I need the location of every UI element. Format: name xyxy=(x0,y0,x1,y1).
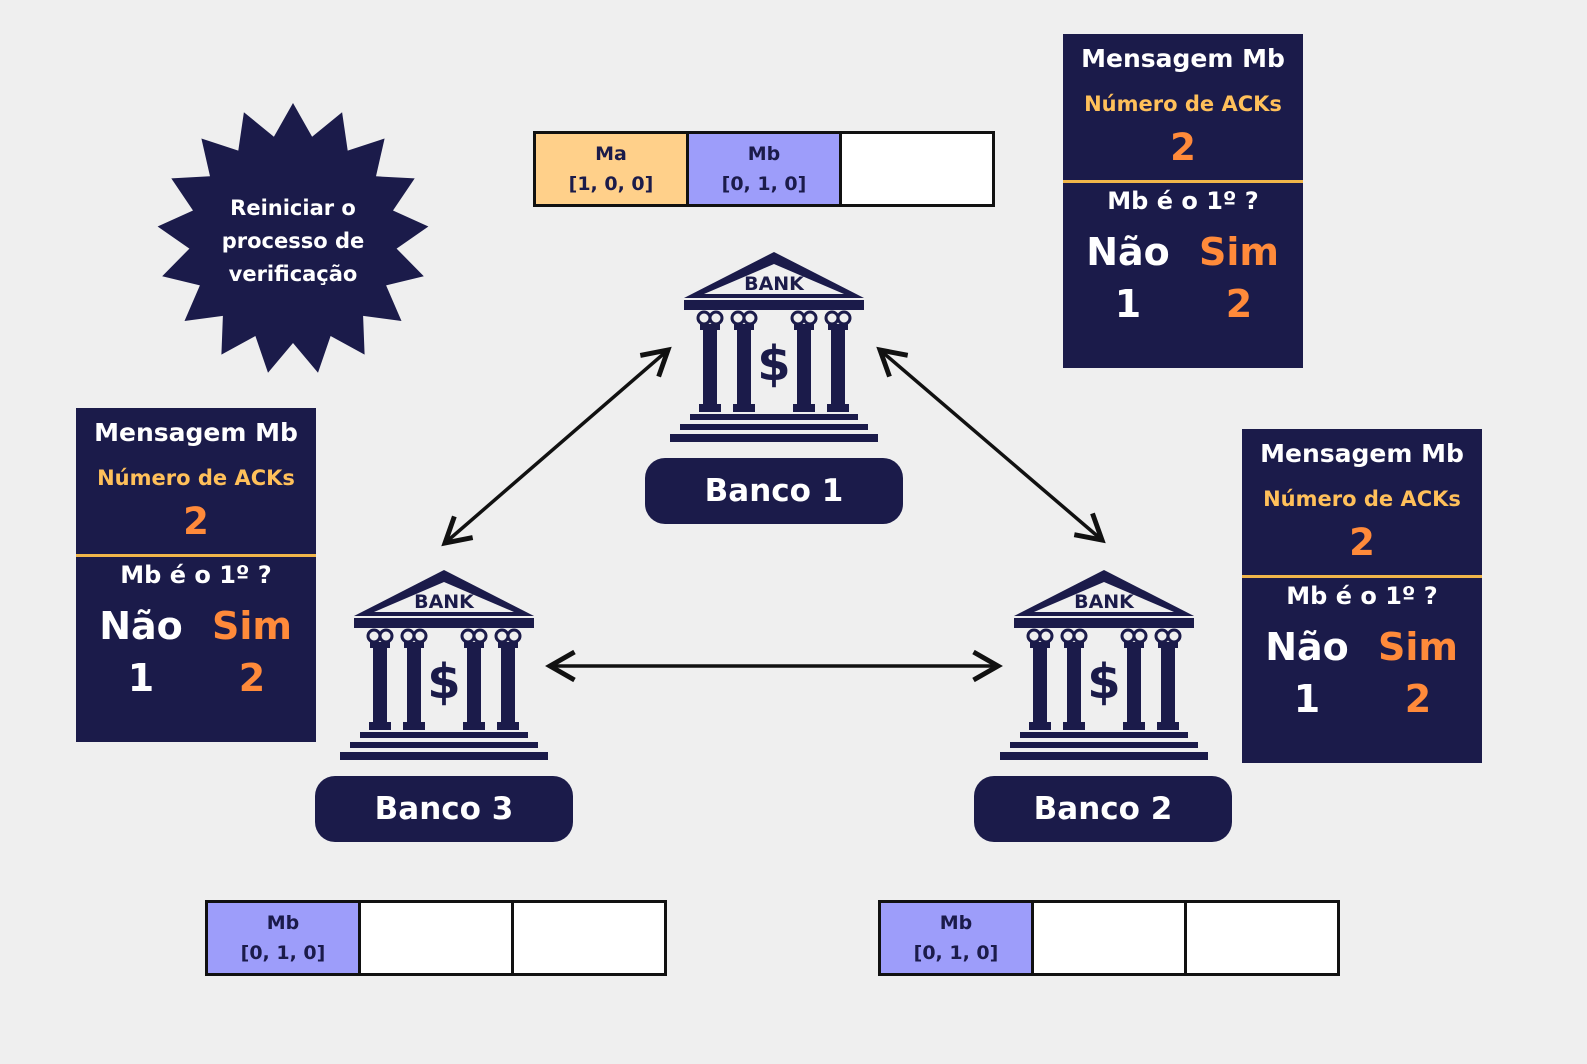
no-label: Não xyxy=(99,604,183,648)
acks-label: Número de ACKs xyxy=(97,466,295,490)
arrow-banco1-banco2 xyxy=(876,346,1106,544)
slot-message-name: Mb xyxy=(747,143,781,165)
yes-label: Sim xyxy=(212,604,292,648)
arrow-banco1-banco3 xyxy=(441,346,672,547)
slot-vector-clock: [0, 1, 0] xyxy=(913,942,999,964)
queue-slot-empty xyxy=(842,131,995,207)
first-question: Mb é o 1º ? xyxy=(1107,187,1259,215)
no-count: 1 xyxy=(1114,282,1142,326)
bank-sign-text: BANK xyxy=(744,273,805,295)
bank-icon: BANK $ xyxy=(340,570,548,760)
no-label: Não xyxy=(1086,230,1170,274)
slot-vector-clock: [0, 1, 0] xyxy=(240,942,326,964)
panel-title: Mensagem Mb xyxy=(1260,439,1464,468)
banco3-label: Banco 3 xyxy=(315,776,573,842)
queue-banco2: Mb [0, 1, 0] xyxy=(878,900,1340,976)
slot-message-name: Ma xyxy=(595,143,627,165)
no-count: 1 xyxy=(1293,677,1321,721)
bank-sign-text: BANK xyxy=(414,591,475,613)
yes-label: Sim xyxy=(1199,230,1279,274)
panel-title: Mensagem Mb xyxy=(1081,44,1285,73)
yes-count: 2 xyxy=(1225,282,1253,326)
dollar-icon: $ xyxy=(757,336,790,392)
no-count: 1 xyxy=(127,656,155,700)
queue-slot-empty xyxy=(1187,900,1340,976)
bank-icon: BANK $ xyxy=(670,252,878,442)
ack-panel-banco3: Mensagem Mb Número de ACKs 2 Mb é o 1º ?… xyxy=(76,408,316,742)
queue-slot-empty xyxy=(514,900,667,976)
slot-message-name: Mb xyxy=(939,912,973,934)
no-label: Não xyxy=(1265,625,1349,669)
acks-count: 2 xyxy=(183,500,209,543)
bank-sign-text: BANK xyxy=(1074,591,1135,613)
acks-count: 2 xyxy=(1170,126,1196,169)
panel-title: Mensagem Mb xyxy=(94,418,298,447)
queue-slot-ma: Ma [1, 0, 0] xyxy=(533,131,689,207)
queue-slot-empty xyxy=(1034,900,1187,976)
yes-count: 2 xyxy=(1404,677,1432,721)
queue-banco1: Ma [1, 0, 0] Mb [0, 1, 0] xyxy=(533,131,995,207)
panel-divider xyxy=(1063,180,1303,183)
queue-banco3: Mb [0, 1, 0] xyxy=(205,900,667,976)
queue-slot-empty xyxy=(361,900,514,976)
queue-slot-mb: Mb [0, 1, 0] xyxy=(878,900,1034,976)
banco1-label: Banco 1 xyxy=(645,458,903,524)
banco2-label: Banco 2 xyxy=(974,776,1232,842)
panel-divider xyxy=(1242,575,1482,578)
acks-label: Número de ACKs xyxy=(1263,487,1461,511)
ack-panel-banco2: Mensagem Mb Número de ACKs 2 Mb é o 1º ?… xyxy=(1242,429,1482,763)
first-question: Mb é o 1º ? xyxy=(120,561,272,589)
ack-panel-banco1: Mensagem Mb Número de ACKs 2 Mb é o 1º ?… xyxy=(1063,34,1303,368)
acks-label: Número de ACKs xyxy=(1084,92,1282,116)
dollar-icon: $ xyxy=(427,654,460,710)
bank-icon: BANK $ xyxy=(1000,570,1208,760)
first-question: Mb é o 1º ? xyxy=(1286,582,1438,610)
queue-slot-mb: Mb [0, 1, 0] xyxy=(205,900,361,976)
slot-vector-clock: [0, 1, 0] xyxy=(721,173,807,195)
restart-burst-shape xyxy=(157,103,429,373)
queue-slot-mb: Mb [0, 1, 0] xyxy=(689,131,842,207)
dollar-icon: $ xyxy=(1087,654,1120,710)
slot-message-name: Mb xyxy=(266,912,300,934)
restart-verification-label: Reiniciar o processo de verificação xyxy=(221,196,365,286)
acks-count: 2 xyxy=(1349,521,1375,564)
yes-label: Sim xyxy=(1378,625,1458,669)
panel-divider xyxy=(76,554,316,557)
yes-count: 2 xyxy=(238,656,266,700)
slot-vector-clock: [1, 0, 0] xyxy=(568,173,654,195)
